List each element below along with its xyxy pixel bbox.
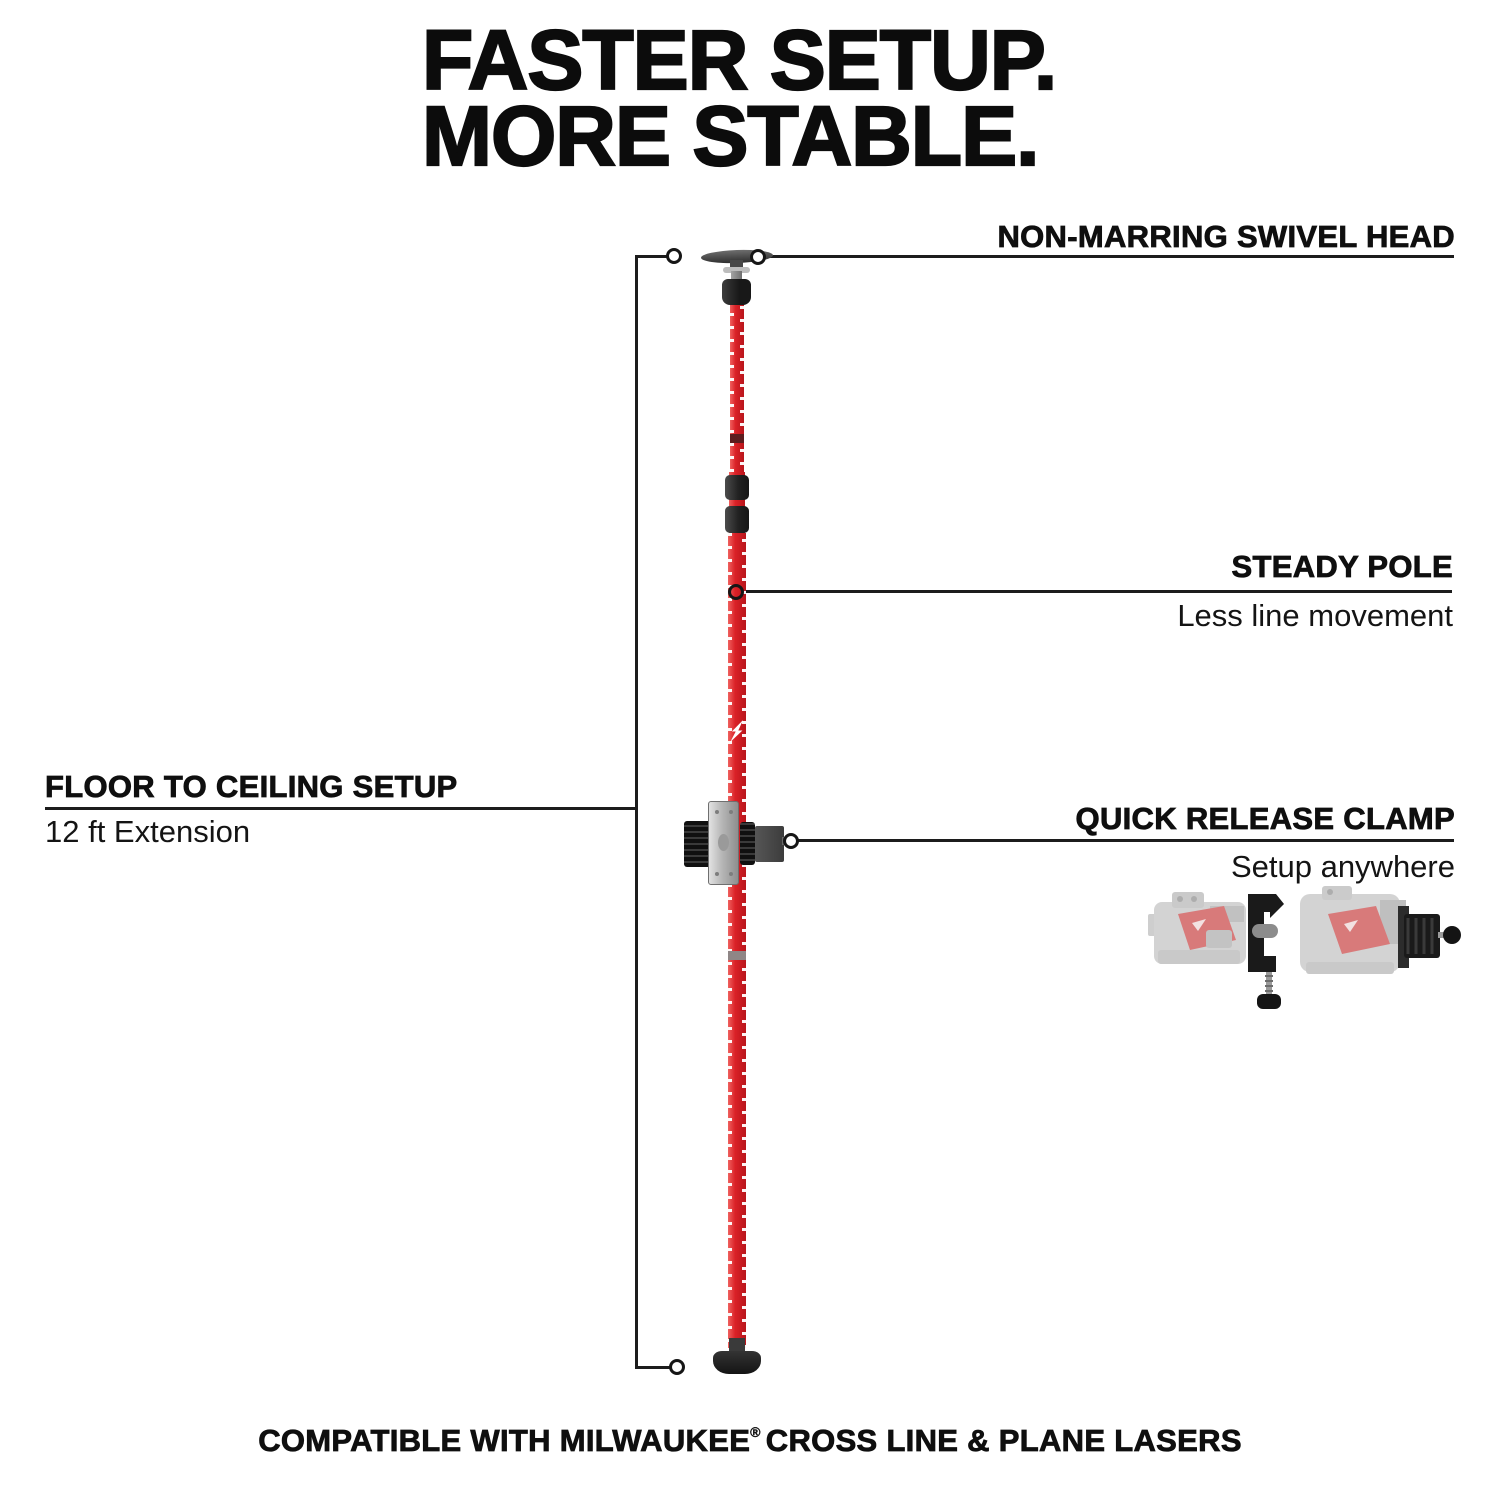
laser-with-mount-clamp-graphic — [1300, 886, 1461, 974]
swivel-head-label: NON-MARRING SWIVEL HEAD — [997, 219, 1455, 254]
quick-release-clamp-label: QUICK RELEASE CLAMP — [1075, 801, 1455, 836]
telescope-collar-upper — [725, 475, 749, 500]
footer-compatibility-text: COMPATIBLE WITH MILWAUKEE®CROSS LINE & P… — [0, 1423, 1500, 1459]
swivel-neck — [730, 260, 743, 270]
callout-marker-clamp-knob — [783, 833, 799, 849]
pole-foot — [713, 1351, 761, 1374]
clamp-leader-line — [791, 839, 1454, 842]
steady-pole-sublabel: Less line movement — [1177, 598, 1453, 633]
steady-pole-label: STEADY POLE — [1231, 549, 1453, 584]
floor-to-ceiling-sublabel: 12 ft Extension — [45, 814, 251, 849]
swivel-head-leader-line — [758, 255, 1454, 258]
laser-with-c-clamp-image — [1148, 886, 1300, 1024]
headline-line-2: MORE STABLE. — [421, 89, 1041, 183]
clamp-plate-oval — [718, 834, 729, 851]
swivel-flange — [723, 267, 750, 273]
footer-prefix: COMPATIBLE WITH MILWAUKEE — [258, 1423, 751, 1459]
laser-with-c-clamp-graphic — [1148, 892, 1284, 1009]
pole-main-segment — [728, 533, 746, 1348]
callout-marker-swivel-head — [750, 249, 766, 265]
steady-pole-leader-line — [736, 590, 1452, 593]
bracket-vertical-line — [635, 255, 638, 1369]
registered-trademark-symbol: ® — [750, 1424, 761, 1440]
pole-upper-segment — [730, 300, 744, 478]
floor-to-ceiling-label: FLOOR TO CEILING SETUP — [45, 769, 458, 804]
callout-marker-bracket-top — [666, 248, 682, 264]
bracket-bottom-stub — [635, 1366, 670, 1369]
pole-gray-band — [728, 951, 746, 960]
clamp-metal-plate — [708, 801, 739, 885]
bracket-top-stub — [635, 255, 667, 258]
headline: FASTER SETUP. MORE STABLE. — [421, 13, 1058, 183]
swivel-stem — [731, 271, 742, 282]
quick-release-clamp-sublabel: Setup anywhere — [1230, 849, 1455, 884]
telescope-collar-lower — [725, 506, 749, 533]
clamp-plate-screws — [715, 810, 719, 814]
footer-suffix: CROSS LINE & PLANE LASERS — [765, 1423, 1242, 1459]
pole-base-neck — [729, 1338, 745, 1354]
clamp-left-jaw — [684, 821, 711, 867]
clamp-body-block — [755, 826, 784, 862]
pole-dark-band — [730, 434, 744, 443]
headline-line-1: FASTER SETUP. — [421, 13, 1058, 107]
floor-label-underline — [45, 807, 638, 810]
callout-marker-steady-pole — [728, 584, 744, 600]
laser-with-mount-clamp-image — [1292, 884, 1462, 988]
callout-marker-bracket-bottom — [669, 1359, 685, 1375]
clamp-right-jaw — [740, 822, 755, 865]
top-grip-collar — [722, 279, 751, 305]
